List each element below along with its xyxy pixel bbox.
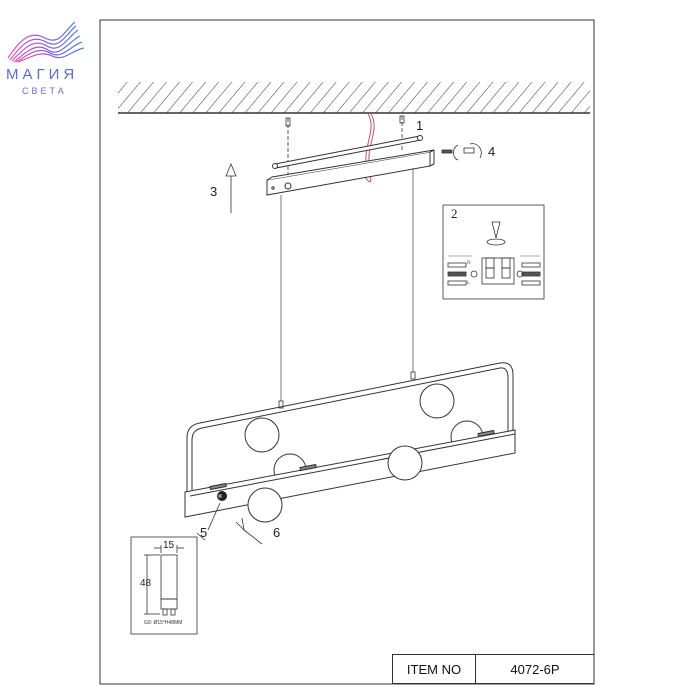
light-fixture	[184, 362, 516, 523]
neutral-label: N	[467, 261, 471, 266]
wiring-inset	[442, 204, 545, 300]
bulb-width-dim: 15	[163, 540, 175, 551]
canopy	[266, 149, 435, 196]
item-table: ITEM NO 4072-6P	[392, 654, 594, 684]
live-label: L	[467, 281, 471, 286]
screw-detail	[441, 143, 482, 161]
logo-waves	[7, 21, 85, 63]
callout-1: 1	[416, 118, 424, 133]
screwdriver-icon	[235, 517, 263, 545]
bulb-spec: G9: Ø15*H48MM	[144, 620, 183, 626]
callout-3: 3	[210, 184, 218, 199]
mounting-bar	[272, 135, 423, 169]
ceiling	[118, 82, 590, 114]
callout-6: 6	[273, 525, 281, 540]
item-no-value: 4072-6P	[510, 661, 560, 677]
item-no-label: ITEM NO	[393, 655, 476, 683]
callout-2: 2	[451, 206, 458, 221]
mounting-screws	[285, 115, 405, 180]
bulb-socket	[217, 491, 227, 501]
callout-5: 5	[200, 525, 208, 540]
callout-4: 4	[488, 144, 496, 159]
page-frame	[99, 19, 595, 685]
logo-text-sub: СВЕТА	[22, 86, 67, 96]
bulb-height-dim: 48	[140, 578, 152, 589]
lift-arrow	[225, 162, 237, 213]
bulb-inset	[130, 536, 198, 635]
logo-text-main: МАГИЯ	[6, 66, 79, 83]
